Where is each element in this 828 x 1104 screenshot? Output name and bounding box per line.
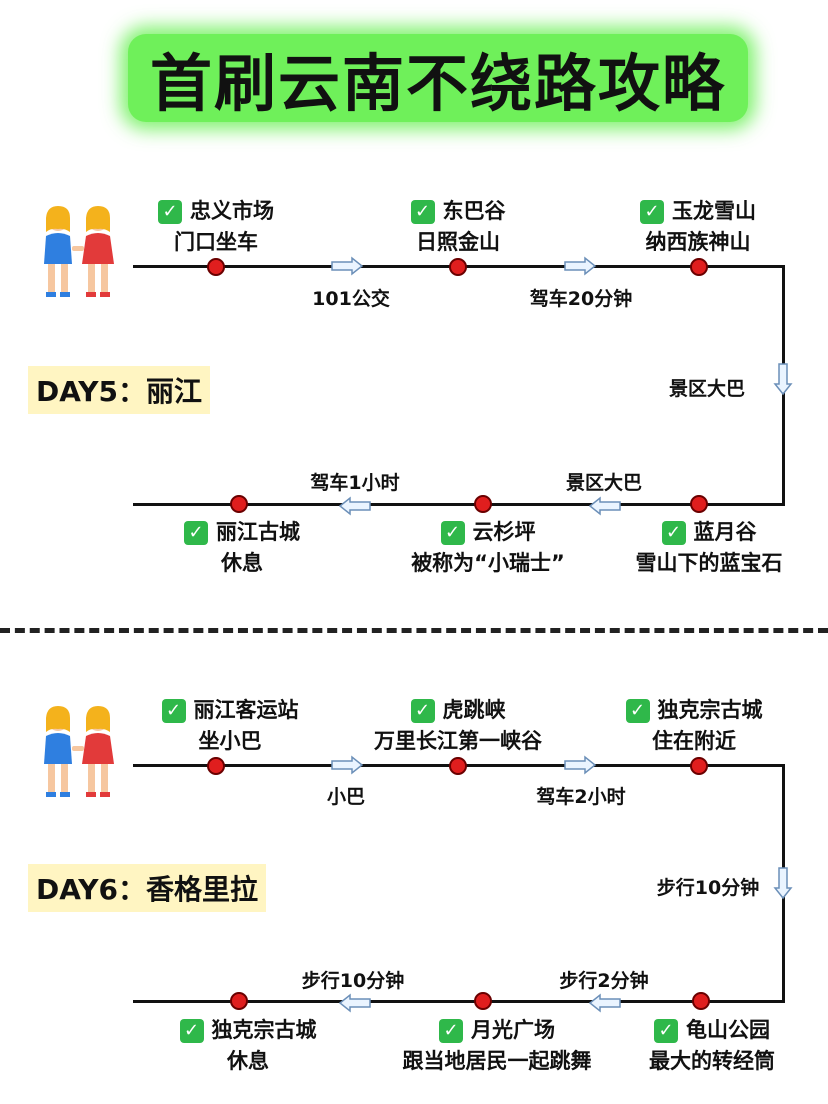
check-box-icon: ✓: [410, 199, 435, 224]
stop-1: ✓ 丽江客运站 坐小巴: [140, 695, 320, 757]
stop-name: 月光广场: [471, 1018, 555, 1042]
stop-dot: [207, 757, 225, 775]
stop-name: 虎跳峡: [442, 698, 506, 722]
two-women-icon: [44, 706, 114, 797]
stop-desc: 纳西族神山: [645, 230, 751, 254]
check-box-icon: ✓: [184, 520, 208, 545]
stop-desc: 被称为“小瑞士”: [411, 551, 565, 575]
stop-2: ✓ 虎跳峡 万里长江第一峡谷: [358, 695, 558, 757]
stop-3: ✓ 独克宗古城 住在附近: [604, 695, 784, 757]
check-box-icon: ✓: [625, 698, 650, 723]
stop-6: ✓ 独克宗古城 休息: [158, 1015, 338, 1077]
stop-dot: [690, 258, 708, 276]
transport-label: 景区大巴: [565, 472, 642, 494]
stop-dot: [692, 992, 710, 1010]
two-women-icon: [44, 206, 114, 297]
stop-dot: [449, 258, 467, 276]
stop-dot: [690, 495, 708, 513]
stop-name: 东巴谷: [442, 199, 506, 223]
check-box-icon: ✓: [661, 520, 686, 545]
transport-label: 101公交: [312, 288, 390, 310]
route-line-bottom: [133, 503, 785, 506]
transport-label: 步行10分钟: [656, 877, 760, 899]
stop-name: 云杉坪: [472, 520, 536, 544]
transport-label: 步行2分钟: [559, 970, 649, 992]
stop-4: ✓ 蓝月谷 雪山下的蓝宝石: [614, 517, 804, 579]
stop-2: ✓ 东巴谷 日照金山: [378, 196, 538, 258]
stop-desc: 坐小巴: [198, 729, 262, 753]
day6-label: DAY6：香格里拉: [28, 864, 266, 912]
stop-5: ✓ 月光广场 跟当地居民一起跳舞: [382, 1015, 612, 1077]
double-arrow-left-icon: [588, 993, 621, 1013]
stop-5: ✓ 云杉坪 被称为“小瑞士”: [388, 517, 588, 579]
double-arrow-down-icon: [773, 363, 793, 396]
stop-desc: 门口坐车: [174, 230, 258, 254]
transport-label: 驾车1小时: [310, 472, 400, 494]
check-box-icon: ✓: [640, 199, 664, 224]
transport-label: 驾车20分钟: [529, 288, 633, 310]
stop-dot: [474, 992, 492, 1010]
stop-name: 龟山公园: [686, 1018, 770, 1042]
double-arrow-left-icon: [338, 993, 371, 1013]
stop-desc: 休息: [227, 1049, 269, 1073]
transport-label: 小巴: [326, 786, 365, 808]
check-box-icon: ✓: [654, 1018, 678, 1043]
stop-dot: [690, 757, 708, 775]
double-arrow-right-icon: [564, 256, 597, 276]
stop-desc: 休息: [221, 551, 263, 575]
stop-desc: 最大的转经筒: [649, 1049, 775, 1073]
double-arrow-right-icon: [331, 755, 364, 775]
stop-name: 独克宗古城: [657, 698, 763, 722]
double-arrow-right-icon: [564, 755, 597, 775]
stop-1: ✓ 忠义市场 门口坐车: [136, 196, 296, 258]
check-box-icon: ✓: [158, 199, 182, 224]
transport-label: 景区大巴: [668, 378, 745, 400]
stop-name: 丽江古城: [216, 520, 300, 544]
title-banner: 首刷云南不绕路攻略: [128, 34, 748, 122]
check-box-icon: ✓: [439, 1018, 463, 1043]
stop-name: 蓝月谷: [693, 520, 757, 544]
stop-desc: 日照金山: [416, 230, 500, 254]
stop-4: ✓ 龟山公园 最大的转经筒: [622, 1015, 802, 1077]
stop-dot: [474, 495, 492, 513]
page-title: 首刷云南不绕路攻略: [149, 47, 726, 120]
stop-name: 玉龙雪山: [672, 199, 756, 223]
stop-dot: [230, 495, 248, 513]
check-box-icon: ✓: [440, 520, 465, 545]
stop-desc: 雪山下的蓝宝石: [635, 551, 783, 575]
stop-3: ✓ 玉龙雪山 纳西族神山: [608, 196, 788, 258]
stop-dot: [449, 757, 467, 775]
section-divider: [0, 628, 828, 633]
check-box-icon: ✓: [161, 698, 186, 723]
check-box-icon: ✓: [179, 1018, 204, 1043]
stop-6: ✓ 丽江古城 休息: [162, 517, 322, 579]
stop-desc: 跟当地居民一起跳舞: [402, 1049, 592, 1073]
day5-label: DAY5：丽江: [28, 366, 210, 414]
stop-name: 丽江客运站: [193, 698, 299, 722]
double-arrow-down-icon: [773, 867, 793, 900]
stop-desc: 住在附近: [652, 729, 736, 753]
check-box-icon: ✓: [410, 698, 435, 723]
stop-desc: 万里长江第一峡谷: [374, 729, 542, 753]
stop-name: 忠义市场: [190, 199, 274, 223]
stop-name: 独克宗古城: [211, 1018, 317, 1042]
transport-label: 驾车2小时: [536, 786, 626, 808]
route-line-bottom: [133, 1000, 785, 1003]
double-arrow-right-icon: [331, 256, 364, 276]
stop-dot: [207, 258, 225, 276]
double-arrow-left-icon: [338, 496, 371, 516]
stop-dot: [230, 992, 248, 1010]
double-arrow-left-icon: [588, 496, 621, 516]
transport-label: 步行10分钟: [301, 970, 405, 992]
